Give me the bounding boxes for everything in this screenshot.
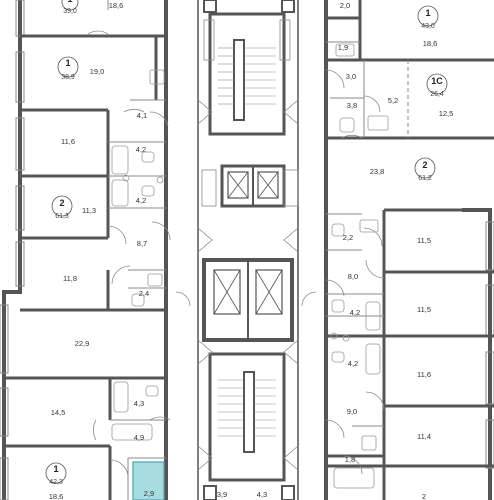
- svg-text:1С: 1С: [431, 76, 443, 86]
- svg-text:1: 1: [425, 8, 430, 18]
- room-area: 14,5: [51, 408, 66, 417]
- partitions-left: [4, 34, 168, 500]
- thin-partitions-left: [107, 0, 166, 500]
- stair-bottom: [203, 352, 295, 500]
- room-area: 2,9: [144, 489, 154, 498]
- svg-text:61,3: 61,3: [55, 213, 69, 220]
- room-area: 5,2: [388, 96, 398, 105]
- room-area: 19,0: [90, 67, 105, 76]
- thin-partitions-right: [326, 41, 409, 427]
- svg-text:61,2: 61,2: [418, 175, 432, 182]
- room-area: 9,0: [347, 407, 357, 416]
- partitions-right: [326, 0, 494, 500]
- room-area: 4,2: [136, 196, 146, 205]
- windows-left: [0, 0, 25, 500]
- apt-label-264[interactable]: 1С 26,4: [426, 73, 448, 98]
- svg-text:38,9: 38,9: [61, 74, 75, 81]
- doors-right: [325, 69, 385, 475]
- room-area: 12,5: [439, 109, 454, 118]
- elevators-small: [201, 164, 299, 208]
- room-area: 11,3: [82, 206, 96, 215]
- room-area: 2,0: [340, 1, 350, 10]
- room-area: 11,8: [63, 274, 77, 283]
- apt-label-430[interactable]: 1 43,0: [417, 5, 439, 30]
- stair-top: [203, 0, 295, 136]
- room-area: 4,3: [257, 490, 267, 499]
- room-area: 3,8: [347, 101, 357, 110]
- apt-label-423[interactable]: 1 42,3: [45, 462, 67, 486]
- room-area: 4,2: [136, 145, 146, 154]
- apt-label-389[interactable]: 1 38,9: [57, 56, 79, 81]
- fixtures-right: [330, 43, 389, 489]
- room-area: 2: [422, 492, 426, 500]
- room-area: 1,8: [345, 455, 355, 464]
- room-area: 23,8: [370, 167, 385, 176]
- room-area: 18,6: [109, 1, 124, 10]
- room-area: 8,0: [348, 272, 358, 281]
- room-area: 4,2: [348, 359, 358, 368]
- svg-text:1: 1: [65, 58, 70, 68]
- room-area: 4,1: [137, 111, 147, 120]
- svg-text:39,0: 39,0: [63, 8, 77, 15]
- room-area: 22,9: [75, 339, 90, 348]
- svg-text:2: 2: [422, 160, 427, 170]
- highlighted-room[interactable]: [132, 461, 165, 500]
- room-labels: 18,6 19,0 4,1 11,6 4,2 4,2 11,3 8,7 11,8…: [49, 1, 454, 500]
- room-area: 3,0: [346, 72, 356, 81]
- room-area: 8,7: [137, 239, 147, 248]
- apt-label-39[interactable]: 1 39,0: [61, 0, 79, 15]
- room-area: 2,4: [139, 289, 149, 298]
- room-area: 11,6: [61, 137, 75, 146]
- apt-label-612[interactable]: 2 61,2: [414, 157, 436, 182]
- room-area: 11,6: [417, 370, 431, 379]
- svg-text:42,3: 42,3: [49, 479, 63, 486]
- room-area: 18,6: [49, 492, 64, 500]
- room-area: 3,9: [217, 490, 227, 499]
- doors-left: [87, 30, 171, 477]
- room-area: 18,6: [423, 39, 438, 48]
- svg-text:26,4: 26,4: [430, 91, 444, 98]
- fixtures-left: [111, 69, 165, 441]
- apt-label-613[interactable]: 2 61,3: [51, 195, 73, 220]
- room-area: 4,3: [134, 399, 144, 408]
- doors-core: [175, 99, 317, 471]
- room-area: 4,2: [350, 308, 360, 317]
- room-area: 4,9: [134, 433, 144, 442]
- svg-text:2: 2: [59, 198, 64, 208]
- room-area: 11,5: [417, 236, 431, 245]
- room-area: 2,2: [343, 233, 353, 242]
- room-area: 11,4: [417, 432, 431, 441]
- room-area: 1,9: [338, 43, 348, 52]
- svg-text:43,0: 43,0: [421, 23, 435, 30]
- svg-text:1: 1: [53, 464, 58, 474]
- svg-text:1: 1: [67, 0, 72, 4]
- elevators-large: [202, 258, 294, 342]
- room-area: 11,5: [417, 305, 431, 314]
